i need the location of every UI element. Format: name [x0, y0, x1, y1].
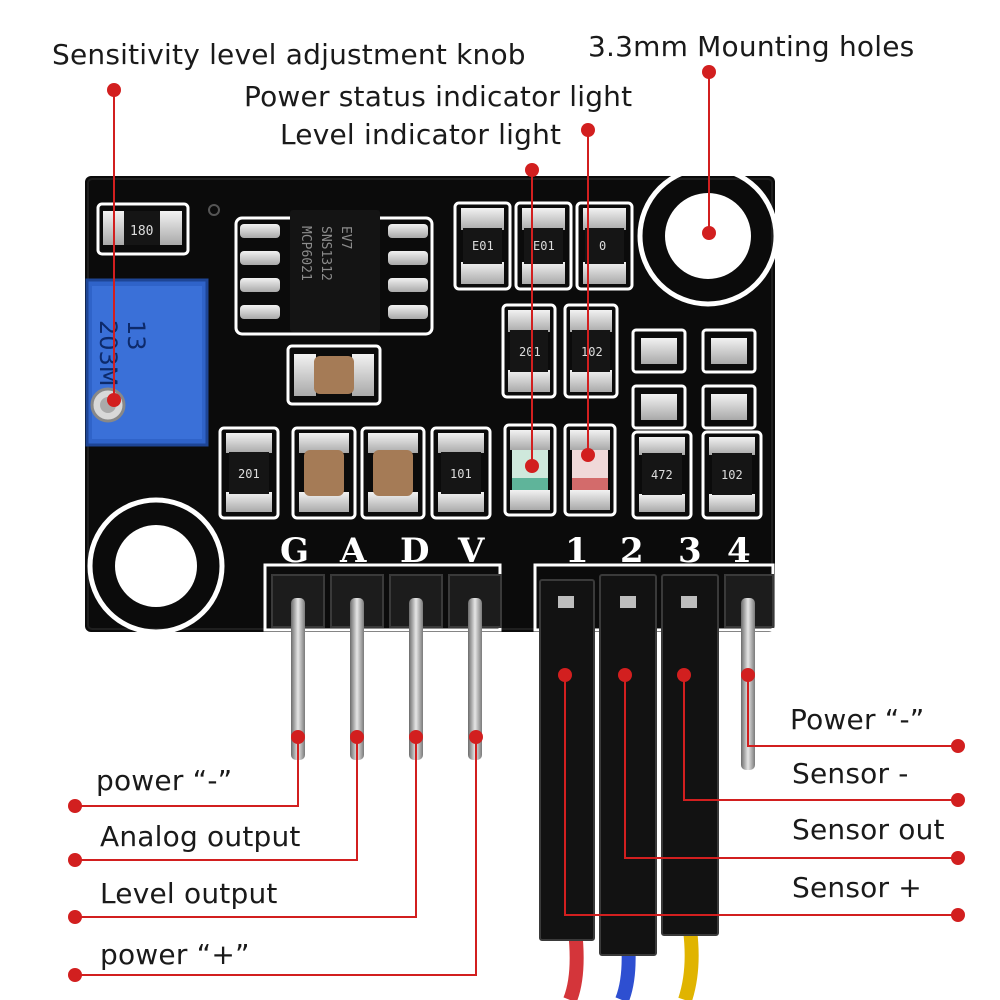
- resistor-row-bottom: 201 101: [218, 426, 492, 520]
- annotation-leaders: [75, 72, 958, 976]
- label-analog-output: Analog output: [100, 820, 301, 853]
- label-power-minus-right: Power “-”: [790, 703, 925, 736]
- svg-text:EV7: EV7: [338, 226, 353, 249]
- sensitivity-potentiometer: 13 203M: [85, 278, 209, 447]
- label-sensor-out: Sensor out: [792, 813, 945, 846]
- silk-pin-2: 2: [620, 531, 644, 571]
- resistor-row-right: 472 102: [631, 430, 763, 520]
- resistor-row-middle: 201 102: [501, 303, 619, 399]
- svg-text:0: 0: [599, 239, 606, 253]
- label-level-light: Level indicator light: [280, 118, 562, 151]
- svg-text:180: 180: [130, 224, 153, 239]
- svg-text:101: 101: [450, 467, 472, 481]
- resistor-180: 180: [96, 202, 190, 256]
- svg-text:203M: 203M: [94, 320, 122, 387]
- label-mounting-holes: 3.3mm Mounting holes: [588, 30, 915, 63]
- right-pads: [631, 328, 757, 430]
- svg-text:472: 472: [651, 468, 673, 482]
- silk-pin-4: 4: [727, 531, 751, 571]
- mounting-hole-bottom-left: [87, 497, 225, 635]
- annotation-dots: [68, 65, 965, 982]
- svg-text:SNS1312: SNS1312: [318, 226, 333, 281]
- label-power-minus-left: power “-”: [96, 764, 233, 797]
- label-sensor-minus: Sensor -: [792, 757, 909, 790]
- svg-text:E01: E01: [533, 239, 555, 253]
- label-level-output: Level output: [100, 877, 278, 910]
- opamp-chip: MCP6021 SNS1312 EV7: [234, 210, 434, 336]
- svg-text:201: 201: [519, 345, 541, 359]
- left-header-pins: [271, 574, 502, 760]
- svg-text:201: 201: [238, 467, 260, 481]
- label-power-status-light: Power status indicator light: [244, 80, 633, 113]
- silk-pin-1: 1: [565, 531, 589, 571]
- level-led: [503, 423, 557, 517]
- svg-text:13: 13: [122, 320, 150, 351]
- svg-text:102: 102: [581, 345, 603, 359]
- jumper-connectors: [539, 574, 719, 956]
- svg-text:102: 102: [721, 468, 743, 482]
- label-sensitivity-knob: Sensitivity level adjustment knob: [52, 38, 526, 71]
- power-led: [563, 423, 617, 517]
- svg-text:E01: E01: [472, 239, 494, 253]
- silk-pin-3: 3: [678, 531, 702, 571]
- svg-text:MCP6021: MCP6021: [298, 226, 313, 281]
- resistor-row-top: E01 E01 0: [453, 201, 634, 291]
- label-sensor-plus: Sensor +: [792, 871, 922, 904]
- capacitor-1: [286, 344, 382, 406]
- label-power-plus-left: power “+”: [100, 938, 250, 971]
